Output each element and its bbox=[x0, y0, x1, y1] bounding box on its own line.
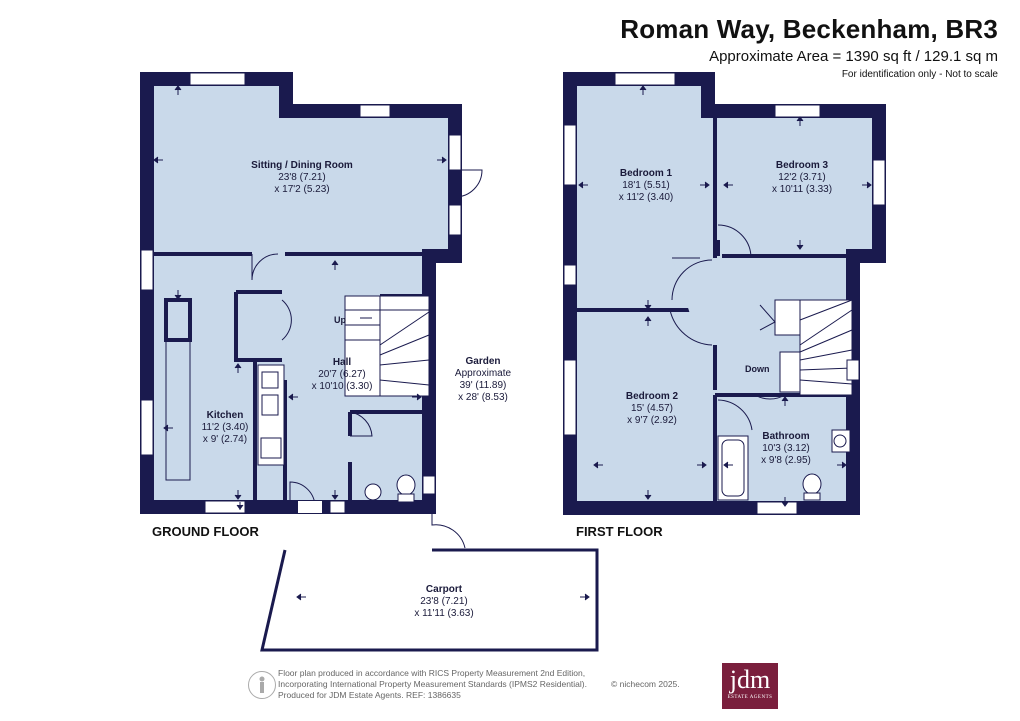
room-dimension: 12'2 (3.71) bbox=[778, 172, 826, 183]
room-dimension: 11'2 (3.40) bbox=[201, 422, 249, 433]
room-name: Bedroom 3 bbox=[775, 160, 829, 171]
room-dimension: 15' (4.57) bbox=[631, 403, 673, 414]
jdm-logo: jdm ESTATE AGENTS bbox=[722, 663, 778, 709]
ground-floor-area bbox=[140, 72, 462, 514]
first-windows bbox=[563, 72, 886, 515]
first-floor-label: FIRST FLOOR bbox=[576, 524, 663, 539]
room-dimension: 10'3 (3.12) bbox=[762, 443, 810, 454]
stairs-down-label: Down bbox=[745, 364, 770, 374]
room-bedroom-3: Bedroom 3 12'2 (3.71) x 10'11 (3.33) bbox=[772, 160, 832, 196]
ground-staircase bbox=[344, 295, 430, 397]
approximate-area: Approximate Area = 1390 sq ft / 129.1 sq… bbox=[709, 48, 998, 65]
room-dimension: Approximate bbox=[454, 368, 512, 379]
room-dimension: x 10'11 (3.33) bbox=[771, 184, 833, 195]
room-sitting-dining: Sitting / Dining Room 23'8 (7.21) x 17'2… bbox=[251, 160, 353, 196]
room-name: Sitting / Dining Room bbox=[251, 160, 353, 171]
bathroom-fittings bbox=[717, 429, 851, 501]
room-garden: Garden Approximate 39' (11.89) x 28' (8.… bbox=[455, 356, 511, 404]
ground-wc bbox=[364, 474, 416, 503]
room-dimension: x 11'11 (3.63) bbox=[414, 608, 474, 619]
logo-text: jdm bbox=[729, 665, 771, 694]
room-name: Carport bbox=[425, 584, 463, 595]
page-title: Roman Way, Beckenham, BR3 bbox=[620, 14, 998, 44]
footer-line: Produced for JDM Estate Agents. REF: 138… bbox=[278, 690, 461, 700]
kitchen-hob bbox=[260, 437, 282, 459]
room-name: Garden bbox=[465, 356, 501, 367]
room-name: Hall bbox=[332, 357, 352, 368]
room-dimension: x 17'2 (5.23) bbox=[274, 184, 330, 195]
kitchen-sink bbox=[261, 394, 279, 416]
ground-floor-plan bbox=[140, 72, 483, 549]
footer-line: Incorporating International Property Mea… bbox=[278, 679, 587, 689]
stairs-up-label: Up bbox=[334, 315, 346, 325]
room-dimension: x 10'10 (3.30) bbox=[311, 381, 373, 392]
footer-notes: Floor plan produced in accordance with R… bbox=[278, 668, 587, 701]
room-dimension: x 9'8 (2.95) bbox=[761, 455, 811, 466]
room-bedroom-2: Bedroom 2 15' (4.57) x 9'7 (2.92) bbox=[626, 391, 678, 427]
first-internal-walls bbox=[576, 111, 856, 512]
room-dimension: x 9'7 (2.92) bbox=[627, 415, 677, 426]
room-name: Bedroom 2 bbox=[625, 391, 679, 402]
room-dimension: 23'8 (7.21) bbox=[278, 172, 326, 183]
ground-floor-label: GROUND FLOOR bbox=[152, 524, 259, 539]
footer-line: Floor plan produced in accordance with R… bbox=[278, 668, 586, 678]
room-bathroom: Bathroom 10'3 (3.12) x 9'8 (2.95) bbox=[761, 431, 811, 467]
room-dimension: 18'1 (5.51) bbox=[622, 180, 670, 191]
room-dimension: x 11'2 (3.40) bbox=[618, 192, 674, 203]
room-hall: Hall 20'7 (6.27) x 10'10 (3.30) bbox=[312, 357, 373, 393]
property-measurement-icon bbox=[248, 671, 276, 699]
ground-doors bbox=[251, 169, 483, 549]
first-floor-plan bbox=[563, 72, 886, 515]
room-kitchen: Kitchen 11'2 (3.40) x 9' (2.74) bbox=[202, 410, 249, 446]
room-dimension: 20'7 (6.27) bbox=[318, 369, 366, 380]
copyright-text: © nichecom 2025. bbox=[611, 679, 680, 689]
room-dimension: 39' (11.89) bbox=[459, 380, 507, 391]
room-dimension: x 28' (8.53) bbox=[458, 392, 508, 403]
first-floor-area bbox=[563, 72, 886, 515]
kitchen-counter bbox=[165, 339, 191, 481]
carport-outline bbox=[260, 548, 599, 652]
room-name: Bathroom bbox=[762, 431, 810, 442]
room-dimension: x 9' (2.74) bbox=[202, 434, 248, 445]
room-name: Bedroom 1 bbox=[619, 168, 673, 179]
room-carport: Carport 23'8 (7.21) x 11'11 (3.63) bbox=[414, 584, 473, 620]
first-staircase bbox=[774, 299, 853, 396]
logo-subtext: ESTATE AGENTS bbox=[727, 695, 773, 700]
first-doors bbox=[669, 224, 786, 431]
room-dimension: 23'8 (7.21) bbox=[420, 596, 468, 607]
first-floor-outer-wall bbox=[563, 72, 886, 515]
ground-windows bbox=[140, 72, 462, 514]
room-name: Kitchen bbox=[206, 410, 244, 421]
identification-note: For identification only - Not to scale bbox=[841, 69, 998, 80]
dimension-arrows bbox=[153, 85, 872, 601]
room-bedroom-1: Bedroom 1 18'1 (5.51) x 11'2 (3.40) bbox=[619, 168, 674, 204]
kitchen-appliance bbox=[261, 371, 279, 389]
